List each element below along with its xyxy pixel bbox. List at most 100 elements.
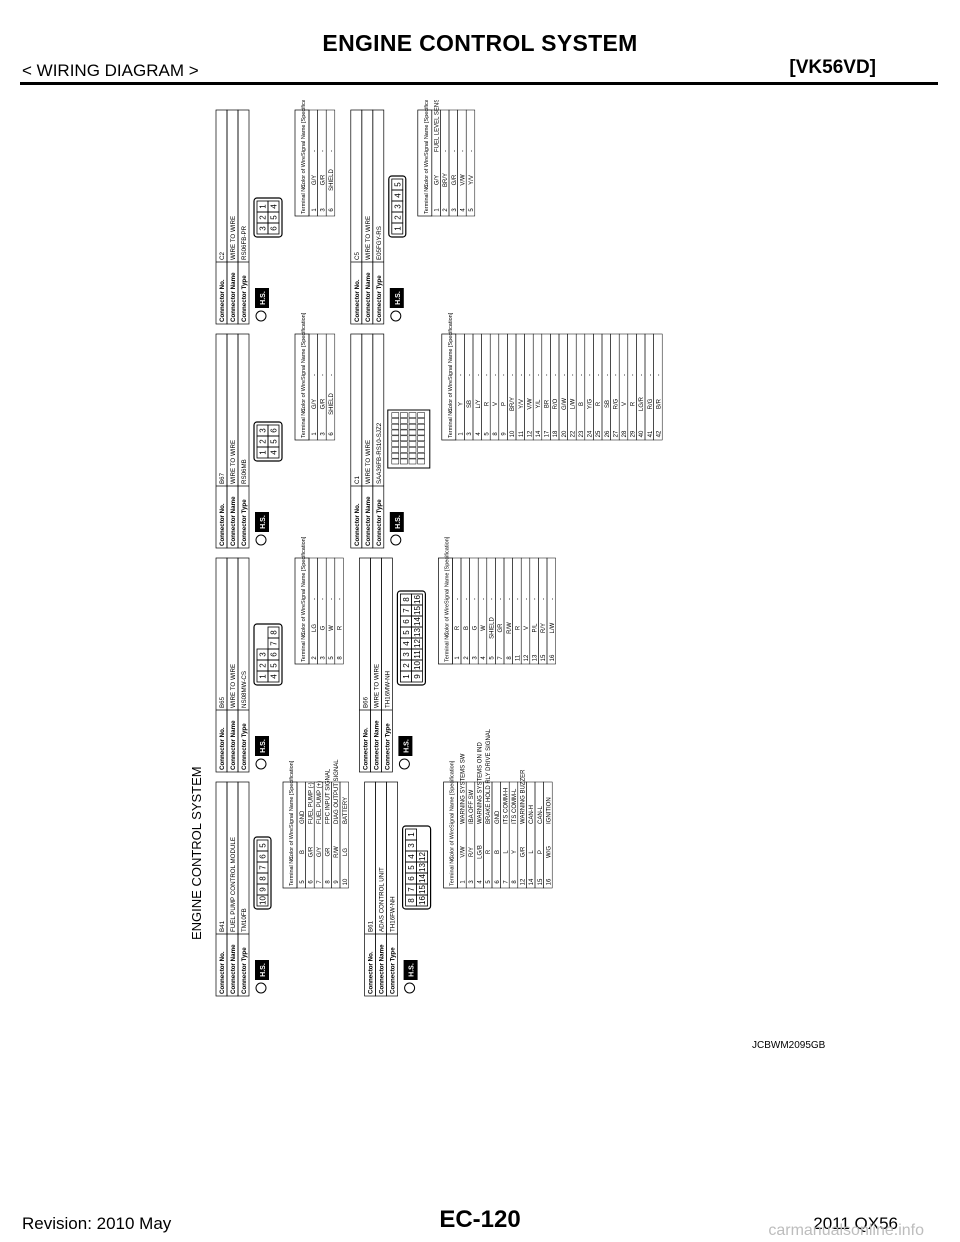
table-row xyxy=(520,557,531,665)
signal-name: FUEL PUMP (-) xyxy=(308,782,314,824)
terminal-no: 12 xyxy=(527,430,533,437)
pin-cell xyxy=(400,458,408,465)
signal-name: - xyxy=(515,598,521,600)
wire-color: LG/B xyxy=(478,845,484,859)
pin-number: 14 xyxy=(413,617,422,626)
table-row xyxy=(567,333,577,441)
pin-number: 8 xyxy=(402,597,411,602)
table-row xyxy=(512,557,522,665)
pin-cell xyxy=(391,447,400,453)
header-label: Connector Type xyxy=(241,723,248,770)
table-header-signal: Signal Name [Specification] xyxy=(289,760,295,828)
header-value: B67 xyxy=(219,472,226,484)
wire-color: R xyxy=(484,401,490,406)
hs-label: H.S. xyxy=(260,963,267,977)
header-value: FUEL PUMP CONTROL MODULE xyxy=(230,837,237,932)
hs-icon: H.S. xyxy=(255,960,269,994)
signal-name: IGNITION xyxy=(546,797,552,824)
header-cell xyxy=(237,333,250,549)
terminal-no: 8 xyxy=(338,656,344,660)
wire-color: P/L xyxy=(533,623,539,633)
terminal-no: 3 xyxy=(320,432,326,436)
terminal-no: 42 xyxy=(656,430,662,437)
terminal-no: 1 xyxy=(435,208,441,212)
pin-cell xyxy=(417,418,425,424)
wire-color: P xyxy=(538,850,544,854)
signal-name: - xyxy=(443,150,449,152)
header-value: WIRE TO WIRE xyxy=(365,216,372,260)
wire-color: G/W xyxy=(562,398,568,410)
signal-name: - xyxy=(596,374,602,376)
terminal-no: 11 xyxy=(515,654,521,661)
terminal-no: 15 xyxy=(541,654,547,661)
wire-color: L xyxy=(503,850,509,854)
table-row xyxy=(317,109,327,217)
table-header-signal: Signal Name [Specification] xyxy=(450,760,456,828)
header-value: C1 xyxy=(354,476,361,484)
wire-color: G/Y xyxy=(312,399,318,409)
wire-color: GR xyxy=(498,623,504,633)
wire-color: L/W xyxy=(550,622,556,633)
connector-symbol-icon xyxy=(404,982,416,994)
header-value: C2 xyxy=(219,252,226,260)
header-value: WIRE TO WIRE xyxy=(230,664,237,708)
terminal-no: 6 xyxy=(495,880,501,884)
table-row xyxy=(627,333,637,441)
signal-name: - xyxy=(467,374,473,376)
pin-cell xyxy=(408,418,417,424)
signal-name: - xyxy=(656,374,662,376)
table-row xyxy=(593,333,603,441)
wire-color: Y/V xyxy=(519,399,525,409)
hs-badge xyxy=(255,288,269,308)
table-row xyxy=(491,781,501,889)
connector-symbol-icon xyxy=(255,982,267,994)
pin-number: 4 xyxy=(270,450,279,455)
wire-color: G/Y xyxy=(317,847,323,857)
pin-number: 4 xyxy=(402,641,411,646)
pin-cell xyxy=(391,178,404,191)
pin-cell xyxy=(267,200,280,213)
signal-name: - xyxy=(490,598,496,600)
table-row xyxy=(575,333,586,441)
pin-cell xyxy=(400,435,408,442)
pin-cell xyxy=(256,839,269,852)
signal-name: - xyxy=(312,598,318,600)
pin-cell xyxy=(400,441,408,447)
pin-cell xyxy=(408,423,417,430)
table-row xyxy=(469,557,479,665)
table-row xyxy=(543,781,553,889)
pin-cell xyxy=(417,412,425,418)
signal-name: BATTERY xyxy=(343,797,349,824)
table-row xyxy=(546,557,556,665)
table-row xyxy=(317,557,327,665)
signal-name: CAN-L xyxy=(538,805,544,824)
terminal-no: 14 xyxy=(529,878,535,885)
table-row xyxy=(558,333,568,441)
pin-number: 3 xyxy=(259,226,268,231)
terminal-no: 1 xyxy=(455,656,461,660)
signal-name: - xyxy=(570,374,576,376)
pin-cell xyxy=(391,452,400,459)
terminal-no: 5 xyxy=(300,880,306,884)
pin-cell xyxy=(408,441,417,447)
header-value: B41 xyxy=(219,920,226,932)
pin-number: 3 xyxy=(393,204,402,209)
signal-name: - xyxy=(541,598,547,600)
pin-number: 6 xyxy=(402,619,411,624)
terminal-no: 10 xyxy=(510,430,516,437)
pin-cell xyxy=(410,593,423,606)
table-row xyxy=(464,333,474,441)
wire-color: SB xyxy=(605,400,611,408)
signal-name: WARNING BUZZER xyxy=(521,769,527,824)
header-label: Connector Type xyxy=(390,947,397,994)
pin-number: 5 xyxy=(393,182,402,187)
wire-color: G/Y xyxy=(312,175,318,185)
wire-color: V/W xyxy=(460,846,466,858)
wire-color: B xyxy=(300,850,306,854)
header-value: NS08MW-CS xyxy=(241,671,248,708)
header-cell xyxy=(237,557,250,773)
terminal-no: 28 xyxy=(622,430,628,437)
connector-symbol-icon xyxy=(390,534,402,546)
table-header-signal: Signal Name [Specification] xyxy=(301,536,307,604)
